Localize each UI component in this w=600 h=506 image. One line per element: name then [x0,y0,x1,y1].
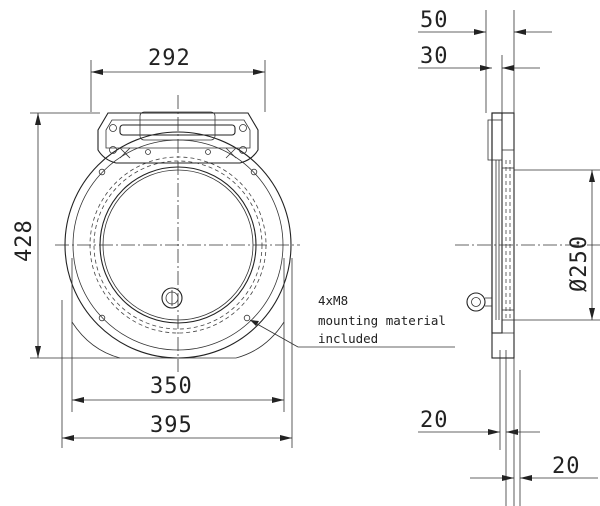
handle [139,111,216,141]
dim-428: 428 [12,112,120,359]
dim-30: 30 [418,44,540,113]
handle-slot [119,124,236,136]
dim-292: 292 [90,46,266,112]
dim-20-right-label: 20 [552,454,581,479]
dim-250-label: Ø250 [567,235,592,292]
dim-250: Ø250 [514,169,600,321]
bracket-screws [109,124,247,159]
dim-350-label: 350 [150,374,193,399]
front-view [55,95,300,372]
note-line-2: mounting material [318,313,446,328]
dim-395-label: 395 [150,413,193,438]
note-line-1: 4xM8 [318,293,348,308]
dim-350: 350 [71,322,285,412]
dim-20-left: 20 [418,350,540,506]
side-view [455,112,600,359]
dim-20-right: 20 [470,358,598,506]
hinge-knob [466,292,492,312]
dim-20-left-label: 20 [420,408,449,433]
lock-icon [161,287,183,309]
top-bracket-inner [105,119,251,149]
note-line-3: included [318,331,378,346]
dim-292-label: 292 [148,46,191,71]
top-bracket [97,112,259,164]
dim-50: 50 [418,8,552,113]
dim-395: 395 [61,258,293,448]
dim-30-label: 30 [420,44,449,69]
mounting-holes [98,168,258,322]
dim-428-label: 428 [12,219,37,262]
frame-leg-left [71,258,121,359]
dim-50-label: 50 [420,8,449,33]
side-door [491,112,503,334]
frame-leg-right [235,258,285,359]
mounting-note: 4xM8 mounting material included [249,293,455,348]
